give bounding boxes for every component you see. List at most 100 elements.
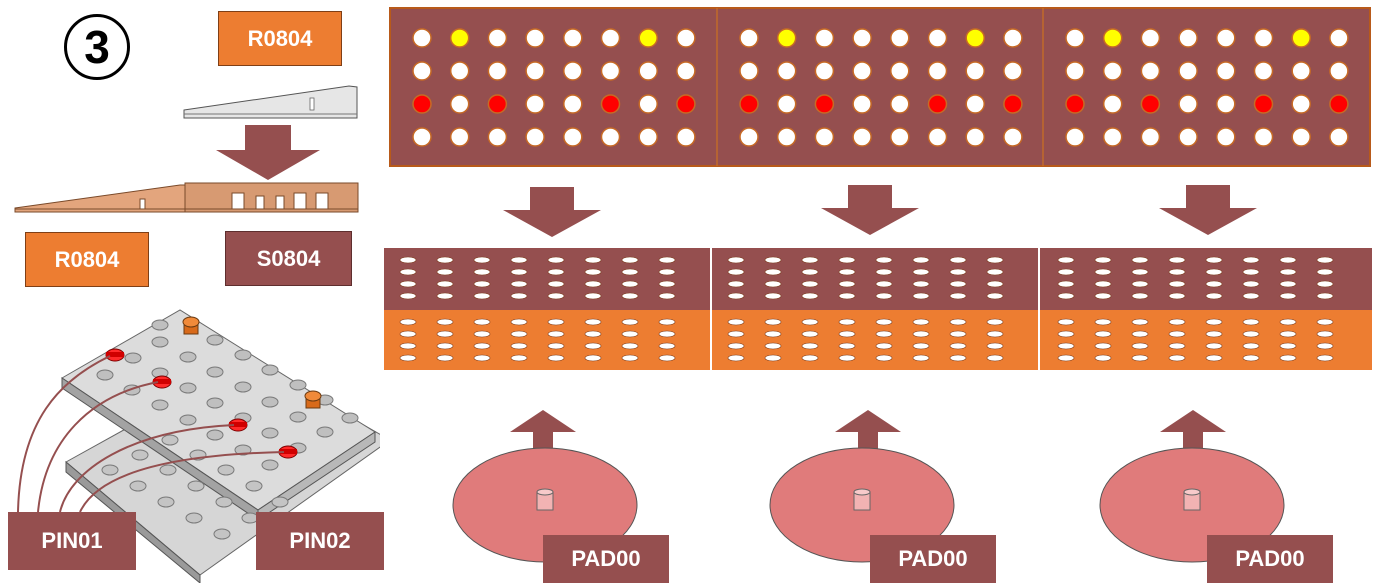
slot [727, 354, 745, 362]
slot [436, 330, 454, 338]
slot [399, 256, 417, 264]
slot [727, 280, 745, 288]
hole-yellow [965, 28, 985, 48]
hole-white [852, 28, 872, 48]
slot [1242, 318, 1260, 326]
slot [621, 354, 639, 362]
slot [986, 342, 1004, 350]
slot [621, 292, 639, 300]
hole-white [965, 94, 985, 114]
hole-white [1102, 94, 1123, 114]
slot [986, 354, 1004, 362]
slot [547, 292, 565, 300]
hole-white [1216, 28, 1236, 48]
slot [727, 256, 745, 264]
hole-white [487, 28, 508, 48]
slot [838, 342, 856, 350]
hole-red [412, 94, 432, 114]
r0804-side-view [183, 85, 358, 119]
hole-white [1216, 61, 1236, 81]
upper-plate-holes [96, 319, 359, 471]
hole-white [1216, 94, 1236, 114]
slot [1242, 342, 1260, 350]
slot [801, 268, 819, 276]
slot [1131, 292, 1149, 300]
hole-white [1329, 61, 1349, 81]
slot [801, 256, 819, 264]
slot [1316, 330, 1334, 338]
slot [473, 292, 491, 300]
slot [912, 292, 930, 300]
slot [1131, 256, 1149, 264]
pad-label-3: PAD00 [1207, 535, 1333, 583]
slot [764, 292, 782, 300]
slot [875, 280, 893, 288]
hole-white [1003, 127, 1023, 147]
hole-white [1253, 127, 1274, 147]
hole-white [965, 127, 985, 147]
slot [658, 292, 676, 300]
slot [1316, 354, 1334, 362]
slot [1168, 342, 1186, 350]
hole-white [1065, 127, 1085, 147]
hole-white [449, 94, 470, 114]
slot [1057, 268, 1075, 276]
hole-white [1178, 61, 1198, 81]
slot [727, 318, 745, 326]
slot [1242, 256, 1260, 264]
slot [1316, 342, 1334, 350]
slot [986, 292, 1004, 300]
slot [658, 318, 676, 326]
up-arrow-1 [510, 410, 576, 468]
slot [1316, 280, 1334, 288]
slot [1168, 280, 1186, 288]
slot [547, 342, 565, 350]
hole-white [1140, 61, 1161, 81]
slot [399, 342, 417, 350]
slot [1094, 292, 1112, 300]
slot [875, 292, 893, 300]
hole-yellow [638, 28, 658, 48]
hole-yellow [1102, 28, 1123, 48]
slot [1205, 330, 1223, 338]
slot [949, 256, 967, 264]
slot [1131, 354, 1149, 362]
slot [399, 330, 417, 338]
hole-red [600, 94, 621, 114]
slot [1279, 292, 1297, 300]
hole-white [776, 127, 797, 147]
slot [1094, 342, 1112, 350]
hole-white [1253, 61, 1274, 81]
slot [1057, 342, 1075, 350]
r0804-bottom-label: R0804 [25, 232, 149, 287]
slot [727, 268, 745, 276]
hole-white [1178, 127, 1198, 147]
slot [399, 354, 417, 362]
slot [1168, 292, 1186, 300]
slot [510, 280, 528, 288]
slot [1168, 268, 1186, 276]
slot [584, 330, 602, 338]
slot [1316, 256, 1334, 264]
pad-label-1: PAD00 [543, 535, 669, 583]
hole-white [525, 61, 545, 81]
slot [1131, 342, 1149, 350]
slot [621, 280, 639, 288]
hole-white [525, 127, 545, 147]
slot [1057, 280, 1075, 288]
hole-white [814, 127, 835, 147]
hole-white [1003, 61, 1023, 81]
hole-white [412, 127, 432, 147]
slot [1057, 330, 1075, 338]
slot [473, 354, 491, 362]
slot [436, 268, 454, 276]
hole-red [739, 94, 759, 114]
hole-white [600, 28, 621, 48]
slot [1242, 354, 1260, 362]
slot [658, 280, 676, 288]
slot [838, 256, 856, 264]
slot [436, 292, 454, 300]
slot [510, 318, 528, 326]
slot [764, 268, 782, 276]
hole-white [676, 28, 696, 48]
